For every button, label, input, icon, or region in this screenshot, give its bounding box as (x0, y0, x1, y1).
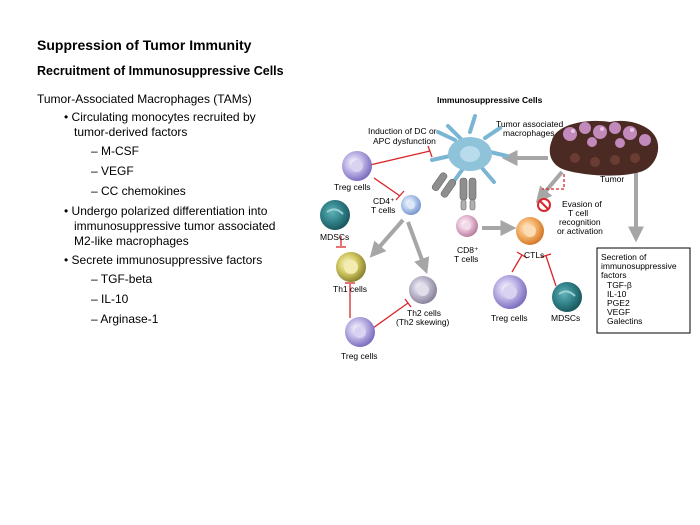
treg-cell-top (342, 151, 372, 181)
sub-item: – TGF-beta (91, 272, 153, 286)
inhibition-lines (336, 145, 565, 329)
inhibit-treg-th2 (372, 302, 409, 329)
th1-cell (336, 252, 366, 282)
sub-item: – Arginase-1 (91, 312, 159, 326)
mdsc-cell-right (552, 282, 582, 312)
label-ctls: CTLs (524, 250, 544, 260)
label-cd8: CD8⁺ (457, 245, 479, 255)
flow-arrows (369, 150, 644, 275)
secretion-heading-cont: immunosuppressive (601, 261, 677, 271)
sub-item: – VEGF (91, 164, 134, 178)
tcr-mhc-complexes (431, 172, 477, 211)
bullet-text-cont: tumor-derived factors (74, 125, 188, 139)
label-dc-dysfunction-cont: APC dysfunction (373, 136, 436, 146)
arrow-cd4-to-th2 (406, 221, 430, 275)
bullet-text-cont: M2-like macrophages (74, 234, 189, 248)
label-cd4: CD4⁺ (373, 196, 395, 206)
label-treg-right: Treg cells (491, 313, 528, 323)
bullet-text: • Circulating monocytes recruited by (64, 110, 256, 124)
label-th1: Th1 cells (333, 284, 367, 294)
label-evasion-cont: or activation (557, 226, 603, 236)
label-mdsc-right: MDSCs (551, 313, 580, 323)
mdsc-cell-left (320, 200, 350, 230)
bullet-text-cont: immunosuppressive tumor associated (74, 219, 276, 233)
label-cd8-cont: T cells (454, 254, 478, 264)
tumor-mass (549, 120, 659, 176)
secretion-item: PGE2 (607, 298, 630, 308)
sub-item: – IL-10 (91, 292, 129, 306)
cd8-t-cell (456, 215, 478, 237)
label-treg-bottom: Treg cells (341, 351, 378, 361)
diagram-title: Immunosuppressive Cells (437, 95, 543, 105)
outline-heading: Tumor-Associated Macrophages (TAMs) (37, 92, 252, 106)
sub-item: – CC chemokines (91, 184, 186, 198)
bullet-secretion: • Secrete immunosuppressive factors (64, 253, 297, 268)
bullet-text: • Undergo polarized differentiation into (64, 204, 268, 218)
th2-cell (409, 276, 437, 304)
inhibit-treg-ctl (511, 254, 523, 273)
slide-subtitle: Recruitment of Immunosuppressive Cells (37, 64, 284, 78)
outline-text: Tumor-Associated Macrophages (TAMs) • Ci… (37, 92, 297, 332)
label-cd4-cont: T cells (371, 205, 395, 215)
sub-item: – M-CSF (91, 144, 139, 158)
bullet-polarization: • Undergo polarized differentiation into… (64, 204, 297, 249)
label-evasion-cont: T cell (568, 208, 588, 218)
secretion-heading-cont: factors (601, 270, 627, 280)
ctl-cell (516, 217, 544, 245)
secretion-item: VEGF (607, 307, 630, 317)
tumor-cells-texture (570, 153, 640, 167)
label-th2-cont: (Th2 skewing) (396, 317, 450, 327)
cd4-t-cell (401, 195, 421, 215)
label-mdsc-left: MDSCs (320, 232, 349, 242)
secretion-item: Galectins (607, 316, 642, 326)
arrow-tumor-to-ctl (535, 170, 564, 203)
label-dc-dysfunction: Induction of DC or (368, 126, 437, 136)
label-evasion-cont: recognition (559, 217, 601, 227)
label-tam: Tumor associated (496, 119, 564, 129)
block-icon (537, 198, 551, 212)
tumor-evasion-line (542, 174, 565, 190)
slide-title: Suppression of Tumor Immunity (37, 37, 252, 53)
treg-cell-bottom (345, 317, 375, 347)
bullet-monocytes: • Circulating monocytes recruited by tum… (64, 110, 297, 140)
dendritic-cell (430, 114, 509, 186)
secretion-item: TGF-β (607, 280, 632, 290)
label-th2: Th2 cells (407, 308, 441, 318)
treg-cell-right (493, 275, 527, 309)
inhibit-treg-cd4 (373, 177, 401, 197)
secretion-box: Secretion of immunosuppressive factors T… (596, 247, 691, 334)
secretion-item: IL-10 (607, 289, 627, 299)
label-evasion: Evasion of (562, 199, 602, 209)
label-treg-top: Treg cells (334, 182, 371, 192)
arrow-cd4-to-th1 (369, 218, 405, 258)
label-tam-cont: macrophages (503, 128, 555, 138)
inhibit-treg-dc (369, 150, 431, 166)
secretion-heading: Secretion of (601, 252, 647, 262)
bullet-text: • Secrete immunosuppressive factors (64, 253, 263, 267)
label-tumor: Tumor (600, 174, 624, 184)
inhibit-mdsc-ctl (545, 255, 557, 287)
